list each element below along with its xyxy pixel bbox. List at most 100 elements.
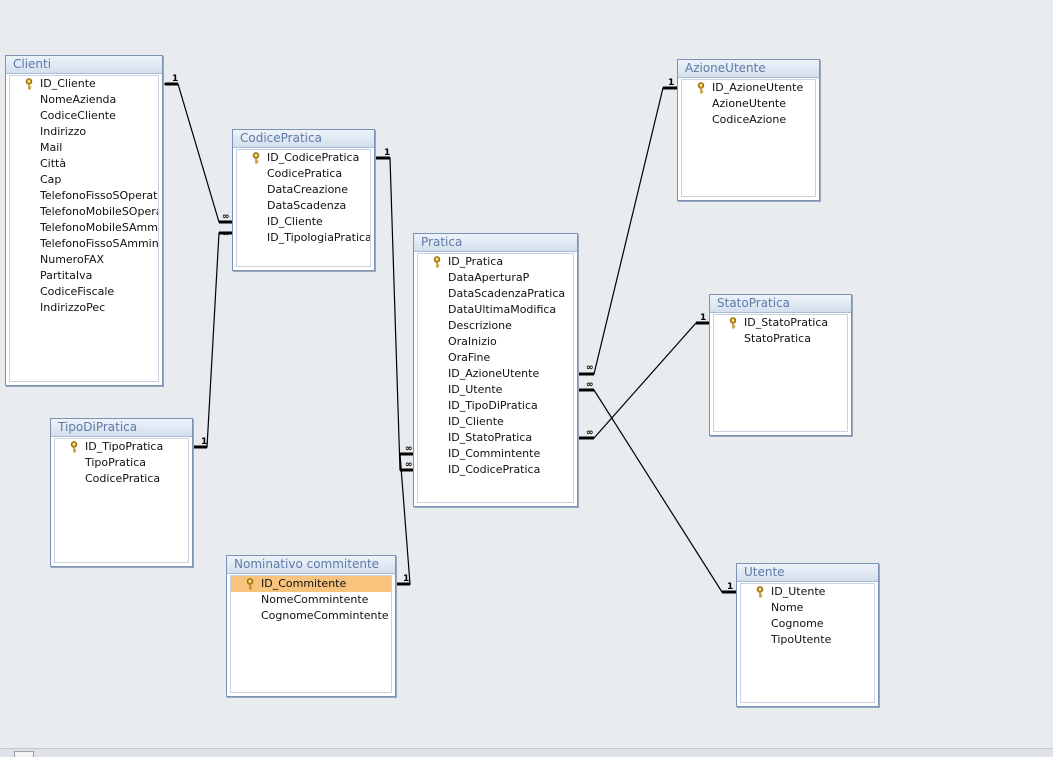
field-row[interactable]: Cap (10, 172, 158, 188)
field-row[interactable]: TipoPratica (55, 455, 188, 471)
field-row[interactable]: DataScadenzaPratica (418, 286, 573, 302)
field-row[interactable]: PartitaIva (10, 268, 158, 284)
field-name: ID_Pratica (448, 255, 504, 268)
table-title-codicepratica[interactable]: CodicePratica (233, 130, 374, 148)
field-name: ID_TipoPratica (85, 440, 164, 453)
field-row[interactable]: ID_Commitente (231, 576, 391, 592)
status-bar (0, 748, 1053, 757)
horizontal-scroll-thumb[interactable] (14, 751, 34, 757)
table-title-statopratica[interactable]: StatoPratica (710, 295, 851, 313)
relationship-line[interactable] (396, 453, 413, 585)
key-icon (697, 82, 705, 94)
field-row[interactable]: TelefonoMobileSOperat (10, 204, 158, 220)
field-row[interactable]: IndirizzoPec (10, 300, 158, 316)
field-row[interactable]: DataAperturaP (418, 270, 573, 286)
field-row[interactable]: ID_Cliente (418, 414, 573, 430)
relationship-line[interactable] (375, 157, 413, 471)
field-row[interactable]: CodiceAzione (682, 112, 815, 128)
field-name: ID_CodicePratica (267, 151, 360, 164)
field-row[interactable]: CodicePratica (237, 166, 370, 182)
field-row[interactable]: CodicePratica (55, 471, 188, 487)
field-row[interactable]: AzioneUtente (682, 96, 815, 112)
field-row[interactable]: Nome (741, 600, 874, 616)
field-row[interactable]: NomeCommintente (231, 592, 391, 608)
field-row[interactable]: Mail (10, 140, 158, 156)
field-row[interactable]: ID_CodicePratica (237, 150, 370, 166)
field-row[interactable]: NomeAzienda (10, 92, 158, 108)
table-title-nominativo-commitente[interactable]: Nominativo commitente (227, 556, 395, 574)
field-row[interactable]: CodiceFiscale (10, 284, 158, 300)
field-name: DataScadenza (267, 199, 347, 212)
table-title-azioneutente[interactable]: AzioneUtente (678, 60, 819, 78)
field-name: NomeCommintente (261, 593, 369, 606)
field-row[interactable]: DataUltimaModifica (418, 302, 573, 318)
field-row[interactable]: ID_Cliente (10, 76, 158, 92)
cardinality-one-label: 1 (384, 148, 390, 158)
field-name: TelefonoMobileSAmmin (40, 221, 159, 234)
field-name: CodicePratica (85, 472, 161, 485)
field-row[interactable]: Cognome (741, 616, 874, 632)
field-row[interactable]: ID_Cliente (237, 214, 370, 230)
field-row[interactable]: CognomeCommintente (231, 608, 391, 624)
field-row[interactable]: ID_Utente (741, 584, 874, 600)
field-row[interactable]: OraFine (418, 350, 573, 366)
field-row[interactable]: ID_Pratica (418, 254, 573, 270)
key-icon (252, 152, 260, 164)
field-row[interactable]: ID_TipoPratica (55, 439, 188, 455)
field-row[interactable]: ID_CodicePratica (418, 462, 573, 478)
field-row[interactable]: ID_Commintente (418, 446, 573, 462)
field-row[interactable]: ID_Utente (418, 382, 573, 398)
relationship-line[interactable] (163, 83, 232, 223)
table-title-pratica[interactable]: Pratica (414, 234, 577, 252)
field-row[interactable]: ID_AzioneUtente (682, 80, 815, 96)
field-row[interactable]: TipoUtente (741, 632, 874, 648)
field-row[interactable]: ID_AzioneUtente (418, 366, 573, 382)
table-title-tipodipratica[interactable]: TipoDiPratica (51, 419, 192, 437)
table-title-utente[interactable]: Utente (737, 564, 878, 582)
field-row[interactable]: Città (10, 156, 158, 172)
field-row[interactable]: Descrizione (418, 318, 573, 334)
relationship-line[interactable] (578, 322, 709, 439)
field-row[interactable]: ID_TipoDiPratica (418, 398, 573, 414)
key-icon (246, 578, 254, 590)
field-row[interactable]: TelefonoFissoSAmminis (10, 236, 158, 252)
field-row[interactable]: OraInizio (418, 334, 573, 350)
field-name: ID_StatoPratica (744, 316, 829, 329)
field-row[interactable]: DataCreazione (237, 182, 370, 198)
field-row[interactable]: ID_TipologiaPratica (237, 230, 370, 246)
field-name: NomeAzienda (40, 93, 117, 106)
field-row[interactable]: CodiceCliente (10, 108, 158, 124)
field-name: Nome (771, 601, 804, 614)
field-name: ID_Cliente (267, 215, 323, 228)
field-row[interactable]: NumeroFAX (10, 252, 158, 268)
table-title-clienti[interactable]: Clienti (6, 56, 162, 74)
relationship-line[interactable] (578, 87, 677, 375)
field-name: NumeroFAX (40, 253, 105, 266)
field-row[interactable]: ID_StatoPratica (714, 315, 847, 331)
field-name: DataAperturaP (448, 271, 530, 284)
field-row[interactable]: DataScadenza (237, 198, 370, 214)
relationship-line[interactable] (193, 232, 232, 448)
field-row[interactable]: TelefonoMobileSAmmin (10, 220, 158, 236)
field-row[interactable]: Indirizzo (10, 124, 158, 140)
field-row[interactable]: StatoPratica (714, 331, 847, 347)
field-row[interactable]: TelefonoFissoSOperativ (10, 188, 158, 204)
field-row[interactable]: ID_StatoPratica (418, 430, 573, 446)
